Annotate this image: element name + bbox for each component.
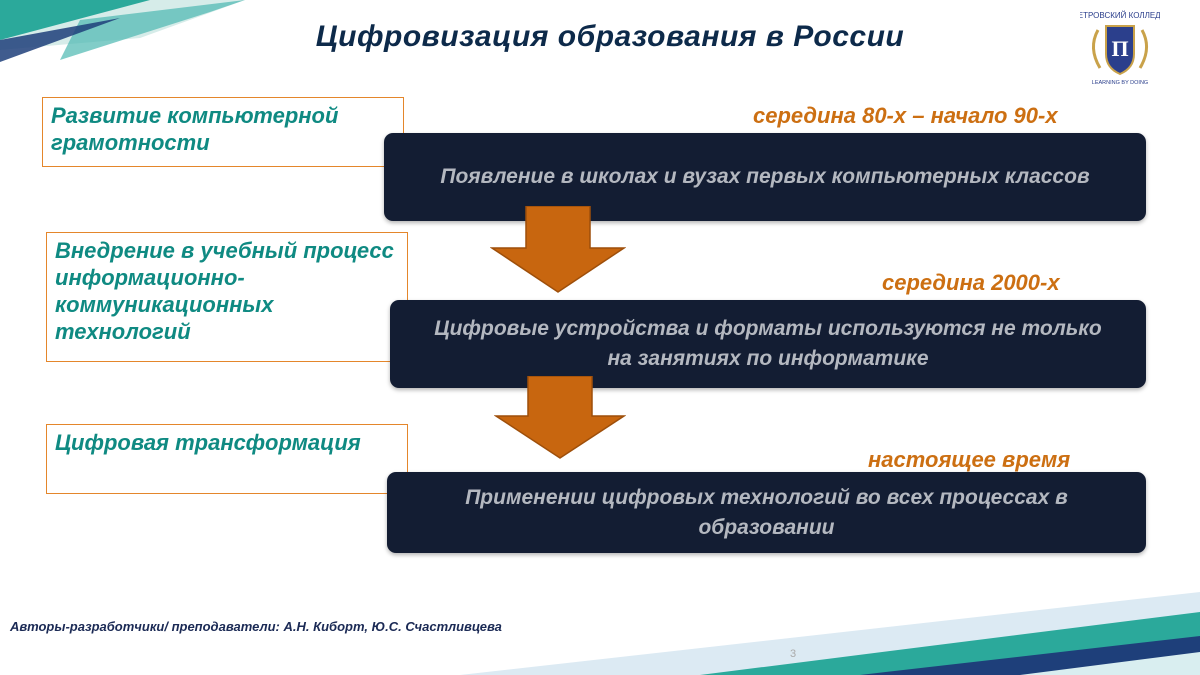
page-number: 3: [790, 648, 797, 660]
college-logo: ПЕТРОВСКИЙ КОЛЛЕДЖ П LEARNING BY DOING: [1080, 11, 1160, 86]
authors-credit: Авторы-разработчики/ преподаватели: А.Н.…: [10, 619, 502, 634]
description-box-2: Цифровые устройства и форматы используют…: [390, 300, 1146, 388]
stage-box-ict-implementation: Внедрение в учебный процесс информационн…: [46, 232, 408, 362]
period-label-1: середина 80-х – начало 90-х: [753, 103, 1058, 128]
stage-label: Развитие компьютерной грамотности: [51, 103, 339, 155]
stage-label: Цифровая трансформация: [55, 430, 361, 455]
svg-text:П: П: [1111, 36, 1128, 61]
description-text: Появление в школах и вузах первых компью…: [440, 165, 1090, 188]
stage-box-computer-literacy: Развитие компьютерной грамотности: [42, 97, 404, 167]
period-label-2: середина 2000-х: [882, 270, 1060, 295]
down-arrow-icon: [494, 376, 626, 459]
svg-text:LEARNING BY DOING: LEARNING BY DOING: [1092, 80, 1148, 86]
period-label-3: настоящее время: [868, 447, 1071, 472]
svg-text:ПЕТРОВСКИЙ КОЛЛЕДЖ: ПЕТРОВСКИЙ КОЛЛЕДЖ: [1080, 11, 1160, 20]
stage-box-digital-transformation: Цифровая трансформация: [46, 424, 408, 494]
stage-label: Внедрение в учебный процесс информационн…: [55, 238, 394, 344]
description-box-1: Появление в школах и вузах первых компью…: [384, 133, 1146, 221]
slide-title: Цифровизация образования в России: [315, 20, 905, 53]
description-text: Цифровые устройства и форматы используют…: [434, 317, 1102, 370]
down-arrow-icon: [490, 206, 626, 293]
description-box-3: Применении цифровых технологий во всех п…: [387, 472, 1146, 553]
description-text: Применении цифровых технологий во всех п…: [465, 485, 1068, 539]
